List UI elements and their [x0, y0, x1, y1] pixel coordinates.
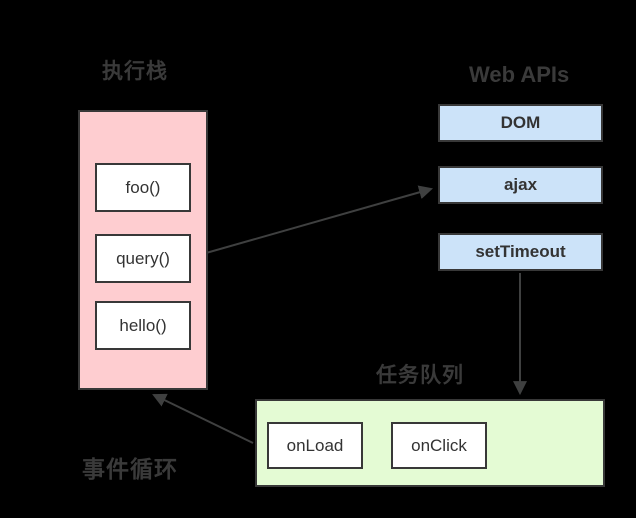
call-stack-box: foo() query() hello() [78, 110, 208, 390]
stack-frame-foo: foo() [95, 163, 191, 212]
stack-frame-hello: hello() [95, 301, 191, 350]
task-queue-title: 任务队列 [376, 364, 464, 387]
event-loop-title: 事件循环 [82, 456, 178, 482]
arrow-queue-to-stack [152, 393, 254, 444]
web-apis-title: Web APIs [469, 62, 570, 87]
stack-frame-query: query() [95, 234, 191, 283]
queue-task-onload: onLoad [267, 422, 363, 469]
queue-task-onclick: onClick [391, 422, 487, 469]
call-stack-title: 执行栈 [102, 60, 168, 83]
web-api-settimeout: setTimeout [438, 233, 603, 271]
web-api-ajax: ajax [438, 166, 603, 204]
web-api-dom: DOM [438, 104, 603, 142]
arrow-query-to-ajax [191, 185, 434, 258]
task-queue-box: onLoad onClick [255, 399, 605, 487]
